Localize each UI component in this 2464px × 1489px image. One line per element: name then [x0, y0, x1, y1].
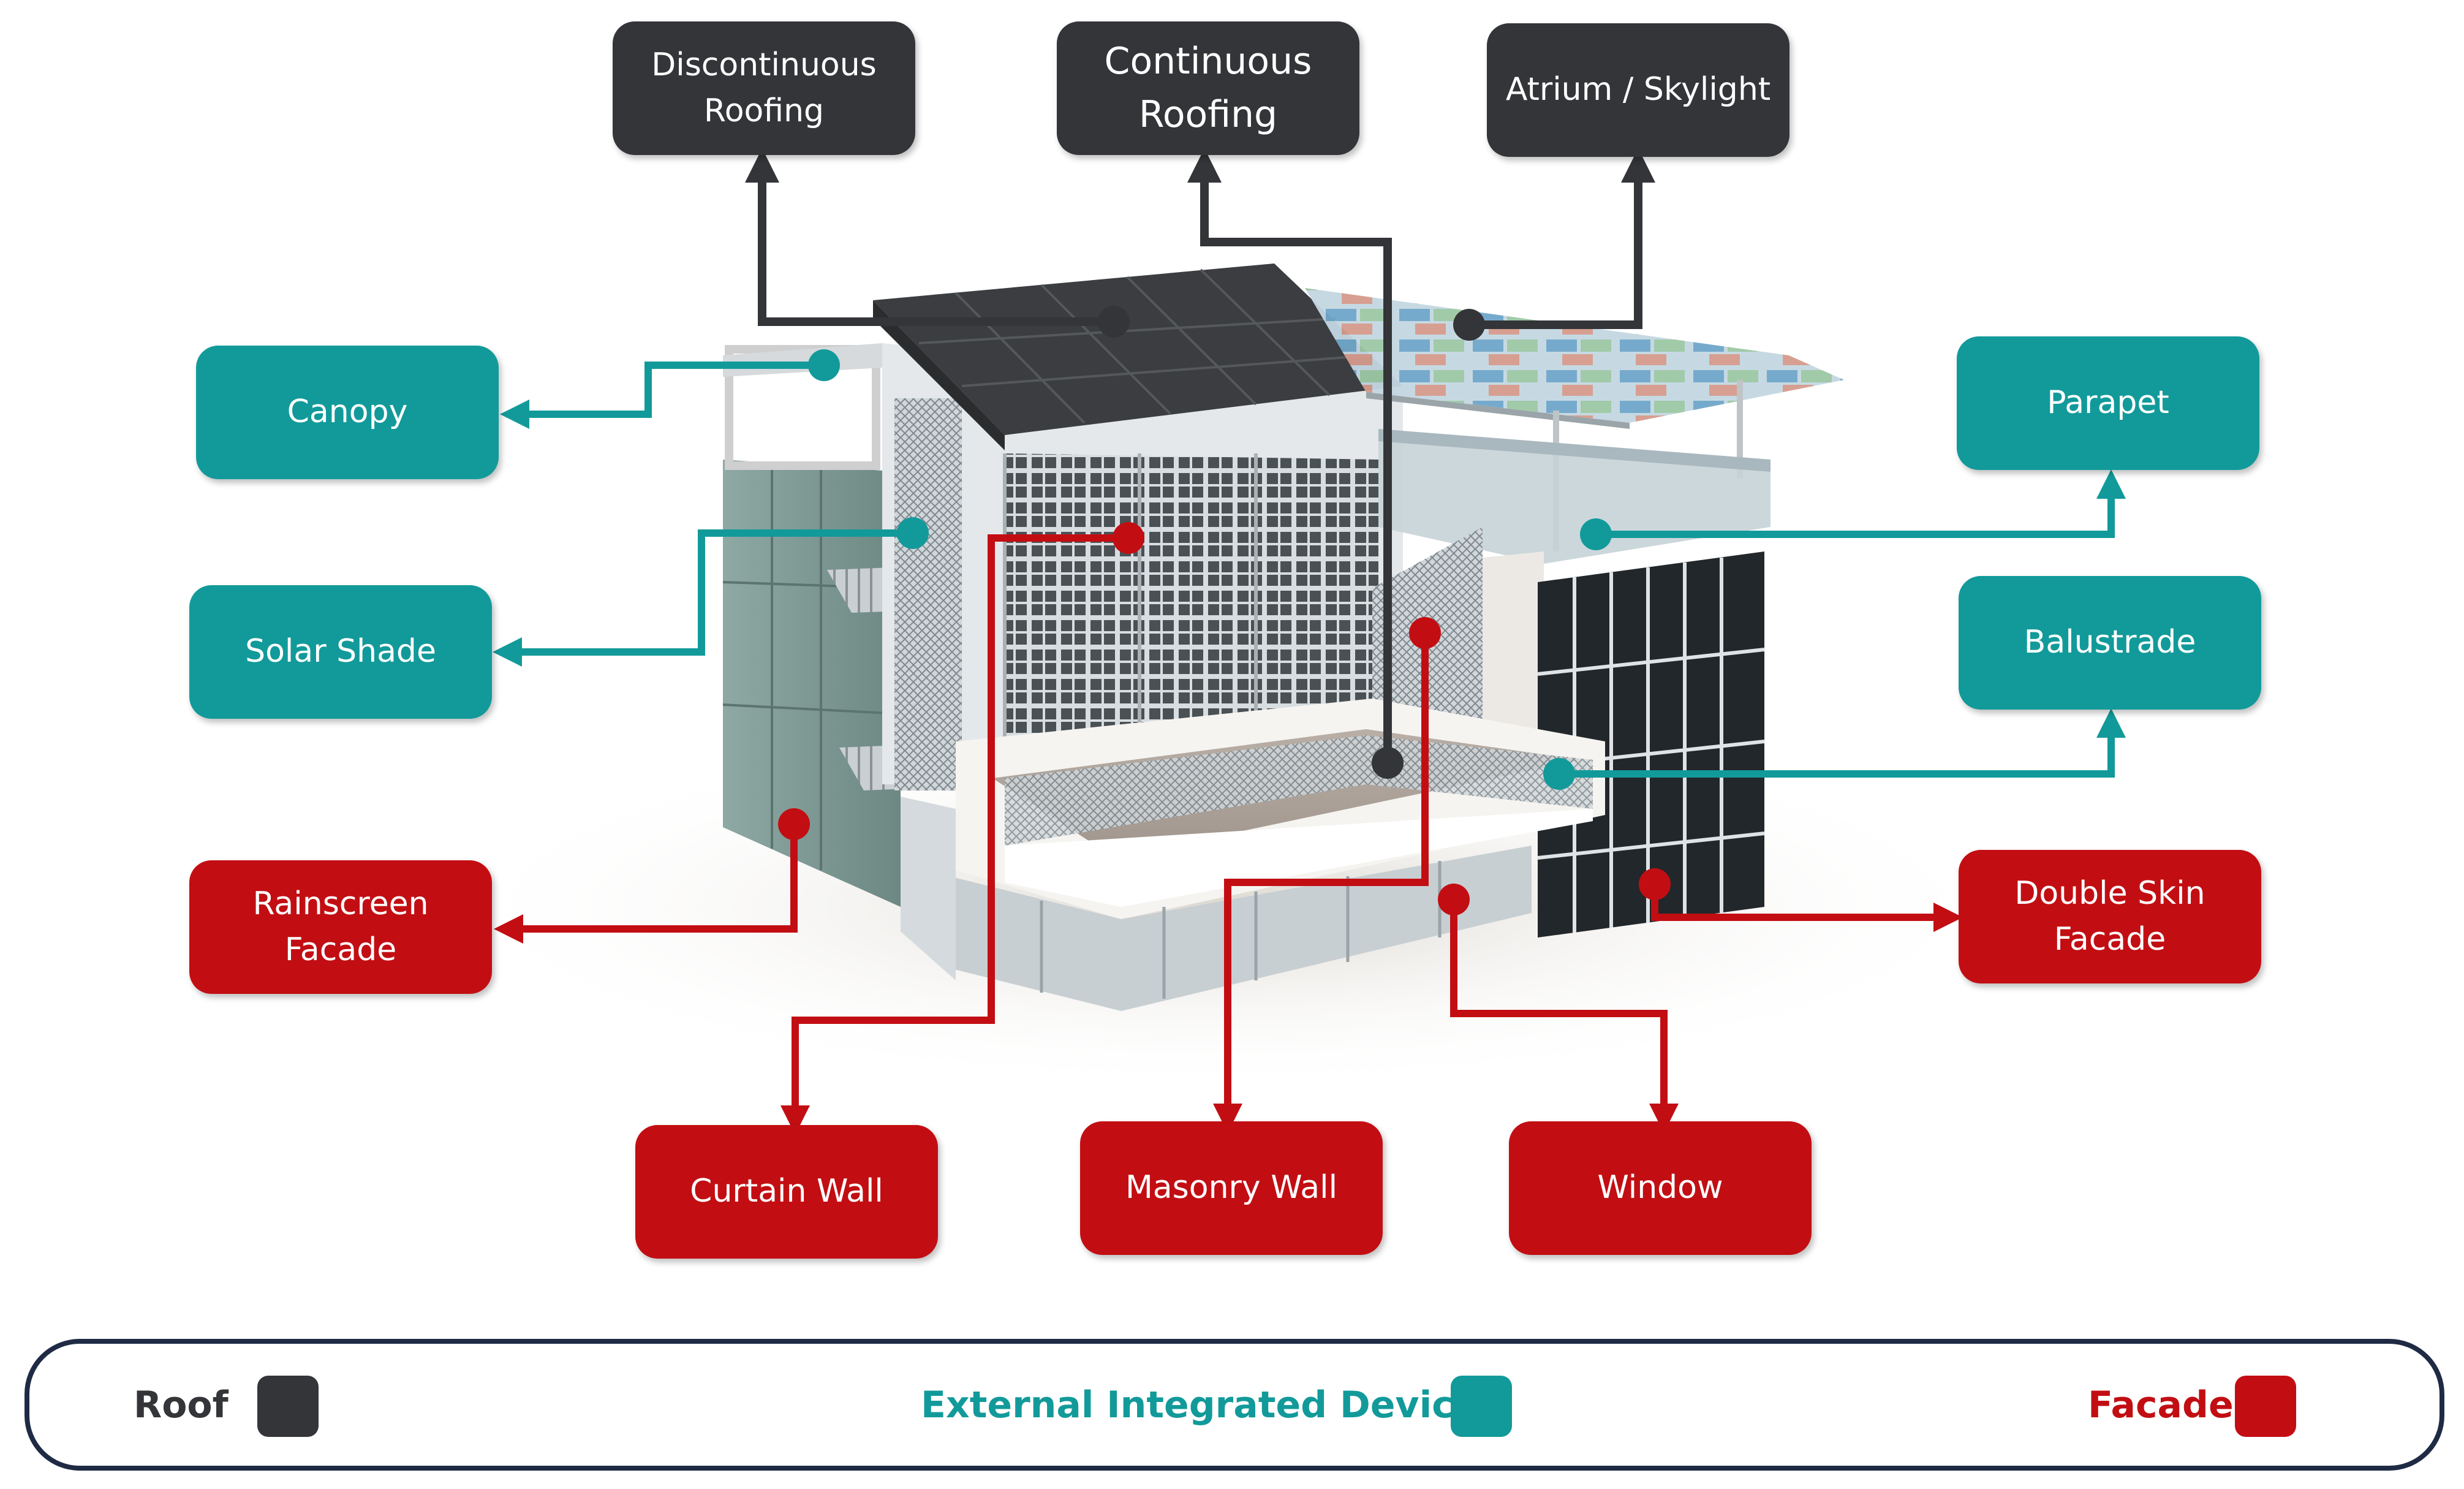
connector-atrium-skylight: [1469, 148, 1655, 329]
connector-balustrade: [1559, 708, 2126, 778]
anchor-window: [1438, 884, 1470, 915]
legend-roof-swatch: [257, 1376, 319, 1437]
connector-continuous-roofing: [1187, 148, 1392, 763]
anchor-rainscreen-facade: [778, 808, 810, 840]
label-rainscreen-facade: Rainscreen Facade: [189, 860, 492, 994]
connector-rainscreen-facade: [494, 824, 798, 944]
anchor-solar-shade: [897, 517, 929, 549]
anchor-atrium-skylight: [1453, 309, 1485, 341]
label-balustrade: Balustrade: [1959, 576, 2261, 710]
legend-external-devices-swatch: [1451, 1376, 1512, 1437]
connector-solar-shade: [493, 529, 913, 667]
anchor-balustrade: [1543, 758, 1575, 790]
anchor-curtain-wall: [1113, 522, 1144, 554]
connector-window: [1450, 900, 1679, 1133]
connector-parapet: [1596, 469, 2126, 538]
connector-masonry-wall: [1213, 633, 1429, 1133]
anchor-parapet: [1580, 518, 1612, 550]
connector-double-skin-facade: [1651, 884, 1963, 932]
anchor-discontinuous-roofing: [1098, 306, 1130, 338]
legend-roof-label: Roof: [134, 1383, 229, 1426]
anchor-continuous-roofing: [1372, 747, 1404, 779]
label-parapet: Parapet: [1957, 336, 2259, 470]
legend-facade-label: Facade: [2088, 1383, 2234, 1426]
connector-canopy: [500, 362, 824, 429]
label-solar-shade: Solar Shade: [189, 585, 492, 719]
legend-facade-swatch: [2235, 1376, 2296, 1437]
label-discontinuous-roofing: Discontinuous Roofing: [613, 21, 915, 155]
label-masonry-wall: Masonry Wall: [1080, 1121, 1383, 1255]
label-canopy: Canopy: [196, 346, 499, 479]
legend-external-devices-label: External Integrated Devices: [921, 1383, 1501, 1426]
connector-curtain-wall: [780, 534, 1128, 1135]
label-continuous-roofing: Continuous Roofing: [1057, 21, 1359, 155]
label-window: Window: [1509, 1121, 1812, 1255]
connector-discontinuous-roofing: [745, 148, 1114, 326]
anchor-double-skin-facade: [1639, 868, 1671, 900]
label-curtain-wall: Curtain Wall: [635, 1125, 938, 1259]
legend: Roof External Integrated Devices Facade: [25, 1339, 2444, 1471]
label-atrium-skylight: Atrium / Skylight: [1487, 23, 1789, 157]
label-double-skin-facade: Double Skin Facade: [1959, 850, 2261, 983]
anchor-masonry-wall: [1409, 617, 1441, 649]
anchor-canopy: [808, 349, 840, 381]
